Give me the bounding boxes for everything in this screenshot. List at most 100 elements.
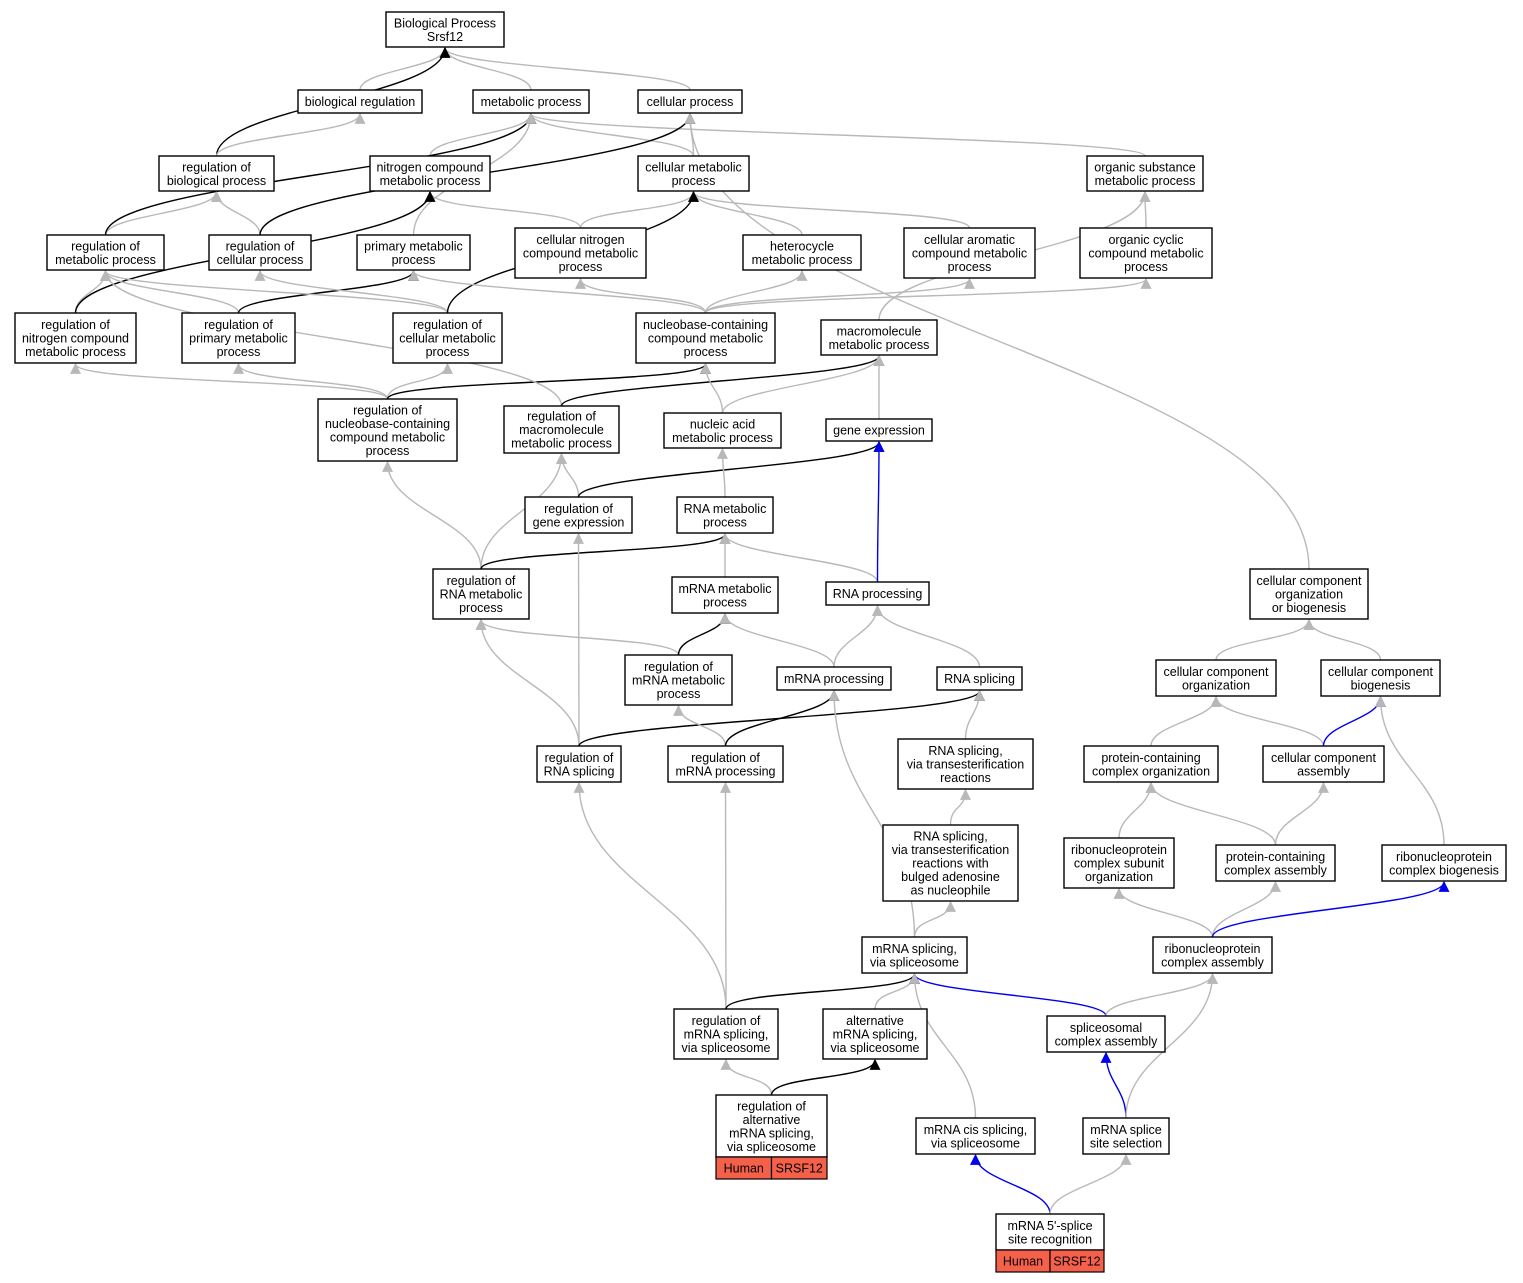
edge-spliceasm-to-rnpasm — [1105, 972, 1218, 1017]
term-label-line: RNA metabolic — [684, 502, 767, 516]
edge-line — [704, 277, 1152, 314]
edge-regbio-to-bioreg — [215, 112, 366, 157]
edge-line — [872, 604, 981, 668]
edge-line — [913, 900, 956, 938]
term-box — [822, 1008, 928, 1060]
edge-line — [704, 269, 808, 314]
term-node-mrnaproc[interactable]: mRNA processing — [776, 666, 892, 691]
edge-regrnamet-to-rnamet — [480, 532, 731, 570]
term-node-rnasplice[interactable]: RNA splicing — [936, 666, 1023, 691]
term-node-cellproc[interactable]: cellular process — [637, 89, 743, 114]
term-node-metab[interactable]: metabolic process — [472, 89, 590, 114]
edge-regmacro-to-macro — [560, 354, 885, 407]
term-label-line: metabolic process — [511, 437, 612, 451]
edge-line — [1100, 1051, 1127, 1119]
term-box — [820, 319, 938, 356]
edge-rnpasm-to-rnpbio — [1211, 880, 1450, 938]
term-label-line: process — [657, 687, 701, 701]
term-label-line: primary metabolic — [189, 332, 288, 346]
term-label-line: regulation of — [527, 410, 596, 424]
term-node-regnucbase[interactable]: regulation ofnucleobase-containingcompou… — [317, 398, 458, 462]
term-label-line: metabolic process — [752, 253, 853, 267]
term-label-line: regulation of — [182, 160, 251, 174]
edge-ccasm-to-ccbio — [1322, 695, 1386, 747]
term-label-line: heterocycle — [770, 239, 834, 253]
edge-rnamet-to-nucacid — [717, 447, 729, 498]
term-label-line: reactions with — [912, 857, 988, 871]
term-node-rnaproc[interactable]: RNA processing — [825, 581, 930, 606]
term-label-line: regulation of — [691, 751, 760, 765]
term-label-line: spliceosomal — [1070, 1021, 1142, 1035]
term-label-line: primary metabolic — [364, 239, 463, 253]
term-box — [673, 1008, 779, 1060]
term-label-line: regulation of — [545, 751, 614, 765]
annotation-tag-label: SRSF12 — [1053, 1255, 1100, 1269]
term-box — [671, 576, 779, 614]
term-box — [356, 234, 471, 271]
edge-rnatransbulged-to-rnatrans — [949, 788, 971, 826]
term-box — [1046, 1015, 1166, 1053]
term-label-line: RNA metabolic — [440, 588, 523, 602]
term-node-mrnasplice[interactable]: mRNA splicing,via spliceosome — [861, 936, 968, 974]
term-box — [667, 745, 784, 783]
term-node-geneexp[interactable]: gene expression — [825, 418, 933, 442]
term-box — [676, 496, 774, 534]
term-label-line: site recognition — [1008, 1232, 1092, 1246]
edge-regmrnamet-to-regrnamet — [475, 618, 680, 656]
term-label-line: metabolic process — [380, 174, 481, 188]
edge-line — [100, 269, 449, 314]
edge-line — [104, 190, 222, 236]
term-label-line: complex biogenesis — [1389, 863, 1499, 877]
term-node-rnatrans[interactable]: RNA splicing,via transesterificationreac… — [897, 738, 1034, 790]
edge-ccasm-to-ccorg2 — [1210, 695, 1325, 747]
term-node-rnatransbulged[interactable]: RNA splicing,via transesterificationreac… — [882, 824, 1019, 902]
edge-rnaproc-to-rnamet — [719, 532, 879, 583]
term-label-line: complex assembly — [1055, 1034, 1159, 1048]
edge-regmet-to-regbio — [104, 190, 222, 236]
edge-orgcyc-to-orgsub — [1139, 190, 1151, 229]
term-node-ciss[interactable]: mRNA cis splicing,via spliceosome — [915, 1117, 1036, 1155]
term-node-bioreg[interactable]: biological regulation — [297, 89, 423, 114]
